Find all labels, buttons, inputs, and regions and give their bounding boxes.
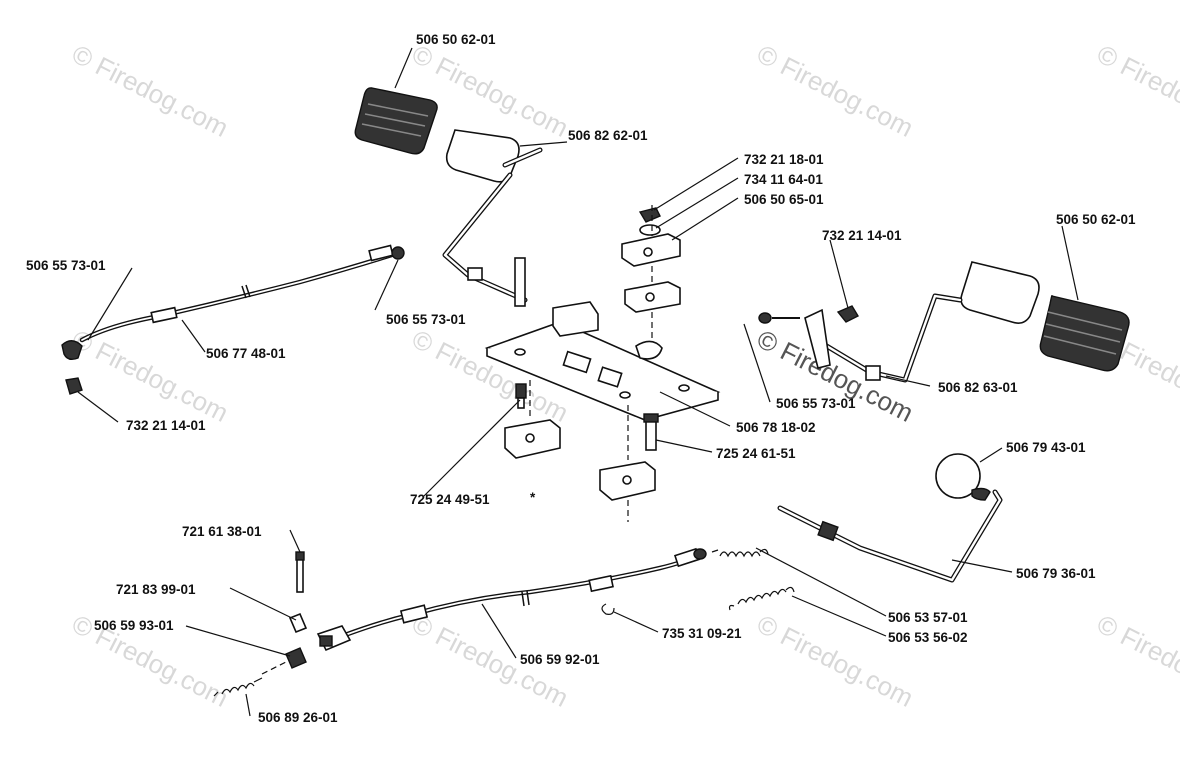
clamp-lower-right xyxy=(599,461,656,501)
cable-upper xyxy=(61,244,405,395)
pedal-pad-left xyxy=(354,87,438,155)
label-pedal-arm-right: 506 82 63-01 xyxy=(938,380,1018,395)
label-cable-end-left: 506 55 73-01 xyxy=(26,258,106,273)
label-cable-end-right: 506 55 73-01 xyxy=(386,312,466,327)
label-nut-right: 732 21 14-01 xyxy=(822,228,902,243)
knob xyxy=(935,453,991,501)
nipple xyxy=(288,612,308,634)
label-washer-top: 734 11 64-01 xyxy=(744,172,823,187)
clamp-lower-left xyxy=(504,419,561,459)
label-bolt-left: 725 24 49-51 xyxy=(410,492,490,507)
watermark: © Firedog.com xyxy=(67,324,233,428)
watermark: © Firedog.com xyxy=(1092,609,1180,713)
washer-top xyxy=(639,224,661,236)
label-knob: 506 79 43-01 xyxy=(1006,440,1086,455)
label-pedal-pad-right: 506 50 62-01 xyxy=(1056,212,1136,227)
cable-end-mid xyxy=(758,312,800,324)
label-spring-small: 506 89 26-01 xyxy=(258,710,338,725)
cable-lower xyxy=(342,547,707,638)
label-bolt-left-note: * xyxy=(530,490,536,505)
pedal-pad-right xyxy=(1039,294,1130,372)
label-spring-lower: 506 53 56-02 xyxy=(888,630,968,645)
clip xyxy=(601,603,615,615)
pedal-arm-left xyxy=(442,129,543,307)
clamp-top xyxy=(621,205,681,340)
label-cable-lower: 506 59 92-01 xyxy=(520,652,600,667)
sleeve xyxy=(285,647,307,669)
label-screw-top: 721 61 38-01 xyxy=(182,524,262,539)
bolt-right xyxy=(643,413,659,451)
spring-small xyxy=(213,661,287,697)
lever-rod xyxy=(777,489,1003,583)
mounting-plate xyxy=(484,301,721,522)
label-lever-rod: 506 79 36-01 xyxy=(1016,566,1096,581)
label-pedal-arm-left: 506 82 62-01 xyxy=(568,128,648,143)
label-sleeve: 506 59 93-01 xyxy=(94,618,174,633)
screw-top xyxy=(295,551,305,593)
label-clip: 735 31 09-21 xyxy=(662,626,742,641)
spring-lower xyxy=(728,586,795,611)
label-clamp-top: 506 50 65-01 xyxy=(744,192,824,207)
label-bolt-right: 725 24 61-51 xyxy=(716,446,796,461)
watermark: © Firedog.com xyxy=(67,39,233,143)
label-nut-top: 732 21 18-01 xyxy=(744,152,824,167)
label-spring-upper: 506 53 57-01 xyxy=(888,610,968,625)
label-pedal-pad-left: 506 50 62-01 xyxy=(416,32,496,47)
bolt-left xyxy=(515,383,527,409)
watermark: © Firedog.com xyxy=(1092,39,1180,143)
label-nut-left: 732 21 14-01 xyxy=(126,418,206,433)
label-nipple: 721 83 99-01 xyxy=(116,582,196,597)
part-labels: 506 50 62-01 506 82 62-01 732 21 18-01 7… xyxy=(26,32,1136,725)
leader-lines xyxy=(77,47,1079,717)
cable-connector-block xyxy=(316,625,352,652)
watermark: © Firedog.com xyxy=(407,39,573,143)
label-cable-end-mid: 506 55 73-01 xyxy=(776,396,856,411)
nut-top xyxy=(638,207,661,223)
label-plate: 506 78 18-02 xyxy=(736,420,816,435)
label-cable-upper: 506 77 48-01 xyxy=(206,346,286,361)
watermark: © Firedog.com xyxy=(752,39,918,143)
nut-right xyxy=(836,305,859,323)
